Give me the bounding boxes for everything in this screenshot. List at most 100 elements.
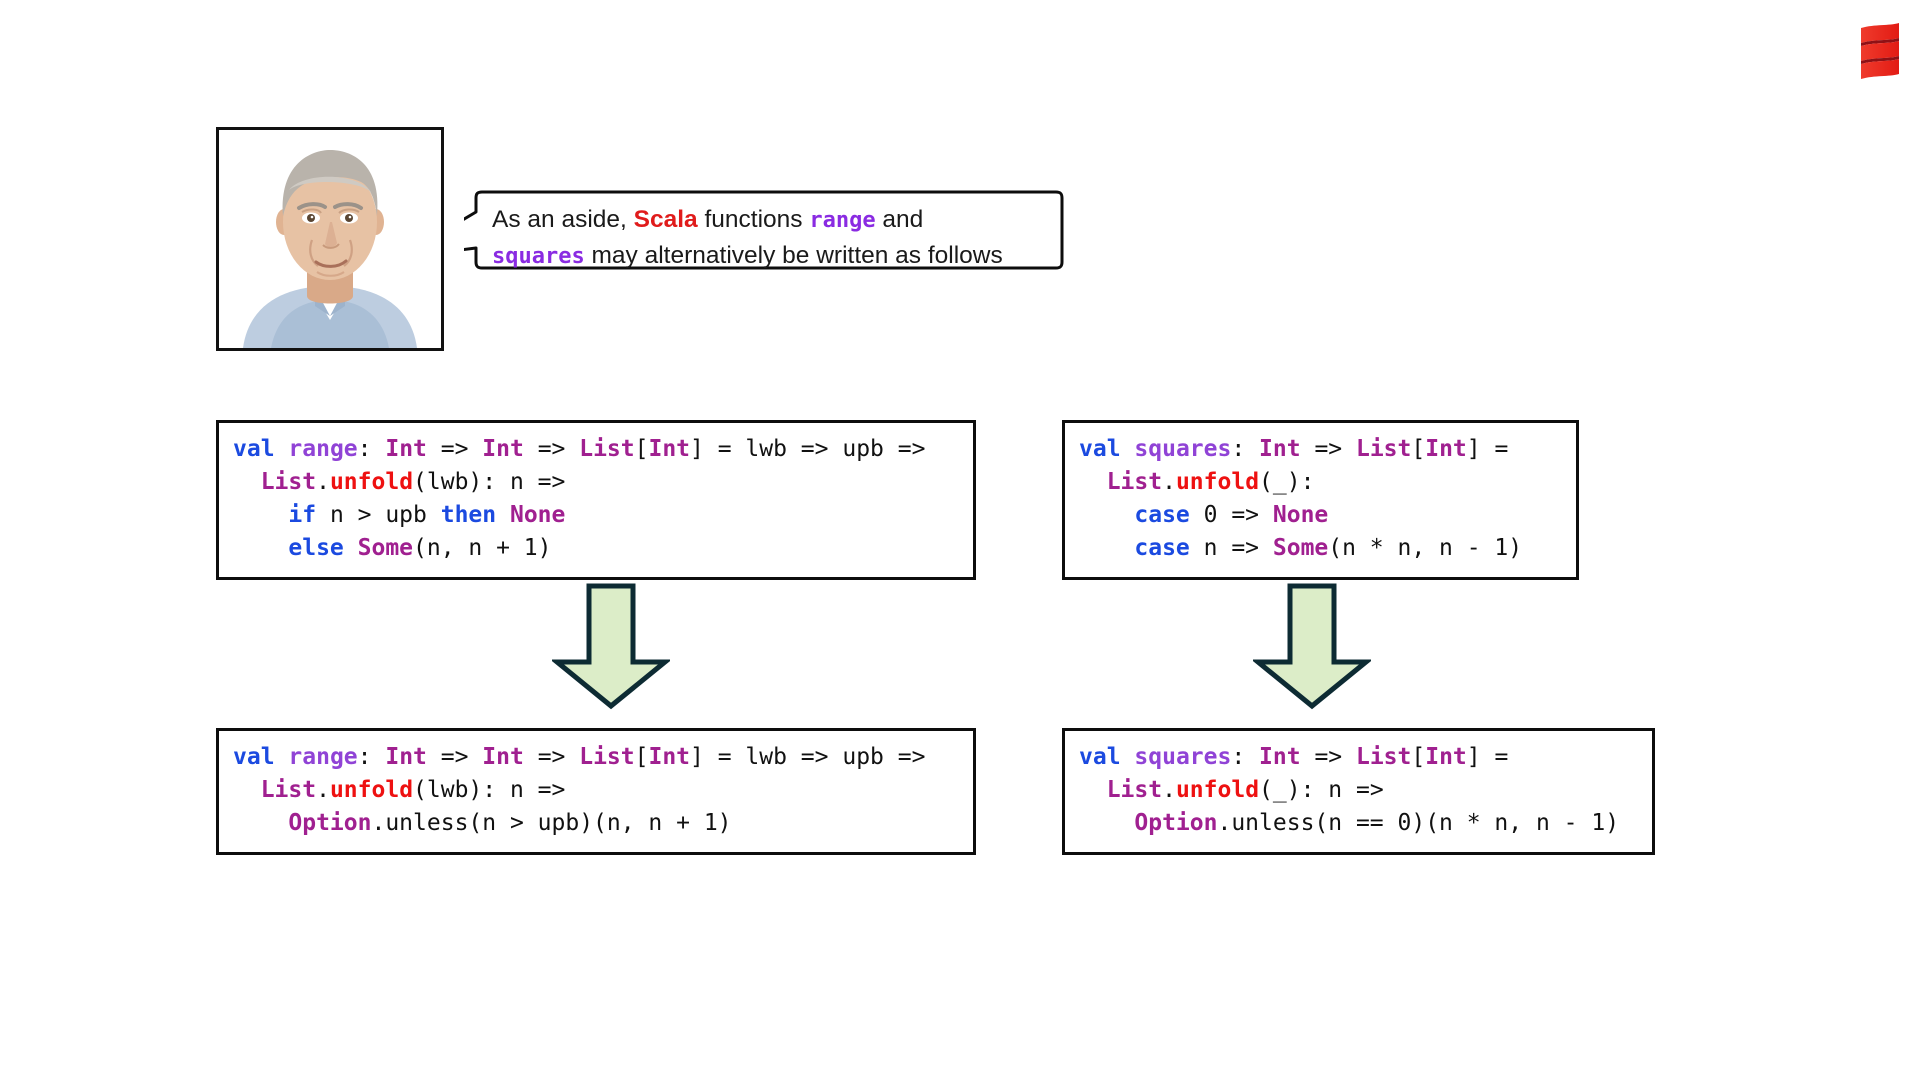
code-token: => bbox=[523, 436, 580, 462]
code-token: None bbox=[1272, 502, 1329, 528]
code-token bbox=[275, 436, 289, 462]
code-token: Int bbox=[1425, 436, 1467, 462]
code-token: unfold bbox=[1175, 469, 1260, 495]
code-token: ] = bbox=[1466, 436, 1509, 462]
code-token: Int bbox=[1259, 436, 1301, 462]
code-token: . bbox=[316, 469, 330, 495]
code-token: . bbox=[1162, 777, 1176, 803]
code-token: then bbox=[440, 502, 497, 528]
code-line: val squares: Int => List[Int] = bbox=[1079, 433, 1562, 466]
code-token: Option bbox=[288, 810, 372, 836]
code-token: Int bbox=[648, 744, 691, 770]
code-line: val squares: Int => List[Int] = bbox=[1079, 741, 1638, 774]
code-token: unfold bbox=[329, 469, 414, 495]
code-token: n > upb bbox=[316, 502, 441, 528]
code-token: .unless(n == 0)(n * n, n - 1) bbox=[1217, 810, 1620, 836]
code-token bbox=[233, 502, 288, 528]
code-line: val range: Int => Int => List[Int] = lwb… bbox=[233, 433, 959, 466]
down-arrow-right-icon bbox=[1250, 582, 1374, 710]
code-token: List bbox=[260, 469, 317, 495]
code-token: val bbox=[233, 436, 275, 462]
code-token: range bbox=[288, 436, 358, 462]
code-token: [ bbox=[634, 436, 649, 462]
presenter-photo bbox=[216, 127, 444, 351]
code-box-squares-before: val squares: Int => List[Int] = List.unf… bbox=[1062, 420, 1579, 580]
code-line: List.unfold(lwb): n => bbox=[233, 774, 959, 807]
speech-bubble-line-1: As an aside, Scala functions range and bbox=[492, 202, 1044, 238]
bubble-seg-plain-4: may alternatively be written as follows bbox=[584, 242, 1003, 269]
code-token bbox=[275, 744, 289, 770]
code-token: List bbox=[1355, 436, 1412, 462]
code-line: List.unfold(_): bbox=[1079, 466, 1562, 499]
code-token: List bbox=[1106, 469, 1163, 495]
code-box-range-after: val range: Int => Int => List[Int] = lwb… bbox=[216, 728, 976, 855]
code-token bbox=[233, 777, 261, 803]
code-line: Option.unless(n > upb)(n, n + 1) bbox=[233, 807, 959, 840]
code-token bbox=[1079, 469, 1107, 495]
bubble-seg-plain-3: and bbox=[875, 206, 924, 233]
code-token: unfold bbox=[329, 777, 414, 803]
bubble-seg-plain-2: functions bbox=[697, 206, 810, 233]
code-token bbox=[1079, 777, 1107, 803]
speech-bubble-line-2: squares may alternatively be written as … bbox=[492, 238, 1044, 274]
code-token bbox=[1079, 535, 1134, 561]
code-token: Int bbox=[482, 436, 524, 462]
code-token: val bbox=[233, 744, 275, 770]
code-token: List bbox=[1106, 777, 1163, 803]
code-token: List bbox=[579, 436, 635, 462]
code-token bbox=[233, 810, 288, 836]
code-token: . bbox=[316, 777, 330, 803]
code-token: : bbox=[1231, 744, 1260, 770]
bubble-seg-plain-1: As an aside, bbox=[492, 206, 634, 233]
code-token: Int bbox=[385, 744, 427, 770]
code-token: Option bbox=[1134, 810, 1218, 836]
code-token: [ bbox=[634, 744, 649, 770]
code-token: val bbox=[1079, 744, 1121, 770]
code-token: Some bbox=[357, 535, 414, 561]
code-token: (lwb): n => bbox=[413, 469, 566, 495]
code-token: .unless(n > upb)(n, n + 1) bbox=[371, 810, 732, 836]
code-token bbox=[233, 535, 288, 561]
code-token: (n, n + 1) bbox=[413, 535, 552, 561]
code-token bbox=[496, 502, 510, 528]
speech-bubble: As an aside, Scala functions range and s… bbox=[464, 190, 1064, 270]
code-line: if n > upb then None bbox=[233, 499, 959, 532]
code-token: List bbox=[260, 777, 317, 803]
code-token: . bbox=[1162, 469, 1176, 495]
code-token: => bbox=[426, 436, 483, 462]
code-token bbox=[1079, 502, 1134, 528]
code-line: else Some(n, n + 1) bbox=[233, 532, 959, 565]
code-token: Int bbox=[648, 436, 691, 462]
code-token bbox=[1079, 810, 1134, 836]
code-box-range-before: val range: Int => Int => List[Int] = lwb… bbox=[216, 420, 976, 580]
code-token: : bbox=[357, 436, 386, 462]
code-token: Int bbox=[1259, 744, 1301, 770]
code-token: unfold bbox=[1175, 777, 1260, 803]
code-box-squares-after: val squares: Int => List[Int] = List.unf… bbox=[1062, 728, 1655, 855]
scala-logo bbox=[1857, 22, 1903, 84]
code-token: n => bbox=[1189, 535, 1273, 561]
code-token: range bbox=[288, 744, 358, 770]
bubble-seg-scala: Scala bbox=[633, 206, 698, 233]
code-token: None bbox=[509, 502, 566, 528]
code-token: squares bbox=[1134, 744, 1232, 770]
code-line: Option.unless(n == 0)(n * n, n - 1) bbox=[1079, 807, 1638, 840]
code-token: val bbox=[1079, 436, 1121, 462]
code-token bbox=[344, 535, 358, 561]
code-token: Int bbox=[482, 744, 524, 770]
code-token: Some bbox=[1272, 535, 1329, 561]
code-token bbox=[1121, 744, 1135, 770]
code-line: case 0 => None bbox=[1079, 499, 1562, 532]
code-line: case n => Some(n * n, n - 1) bbox=[1079, 532, 1562, 565]
code-line: List.unfold(_): n => bbox=[1079, 774, 1638, 807]
code-token: Int bbox=[385, 436, 427, 462]
code-token: else bbox=[288, 535, 344, 561]
code-token: => bbox=[1300, 436, 1356, 462]
code-token: squares bbox=[1134, 436, 1232, 462]
code-token: if bbox=[288, 502, 317, 528]
down-arrow-left-icon bbox=[549, 582, 673, 710]
code-token: List bbox=[1355, 744, 1412, 770]
code-token: Int bbox=[1425, 744, 1467, 770]
code-token: [ bbox=[1411, 744, 1426, 770]
code-token: => bbox=[523, 744, 580, 770]
